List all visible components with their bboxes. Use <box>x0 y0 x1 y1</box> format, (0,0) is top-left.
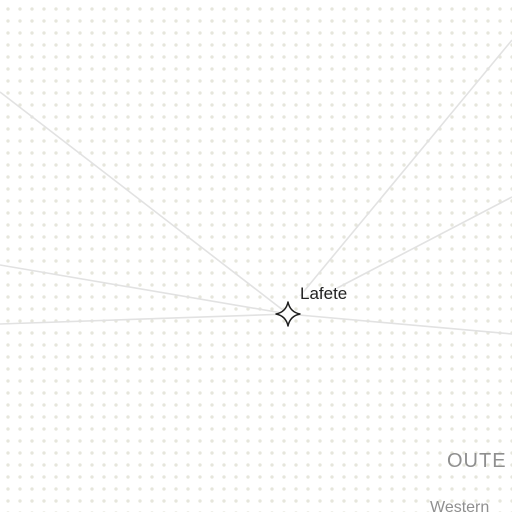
subregion-label: Western <box>430 499 490 512</box>
system-label[interactable]: Lafete <box>300 284 348 303</box>
four-point-star-icon[interactable] <box>275 301 301 327</box>
route-line-east <box>319 196 512 298</box>
route-line-northeast <box>299 39 512 297</box>
route-line-west <box>0 264 289 315</box>
route-line-northwest <box>0 91 289 315</box>
region-label: OUTE <box>447 450 507 472</box>
route-line-east-lower <box>287 313 512 335</box>
route-line-west-lower <box>0 313 289 325</box>
